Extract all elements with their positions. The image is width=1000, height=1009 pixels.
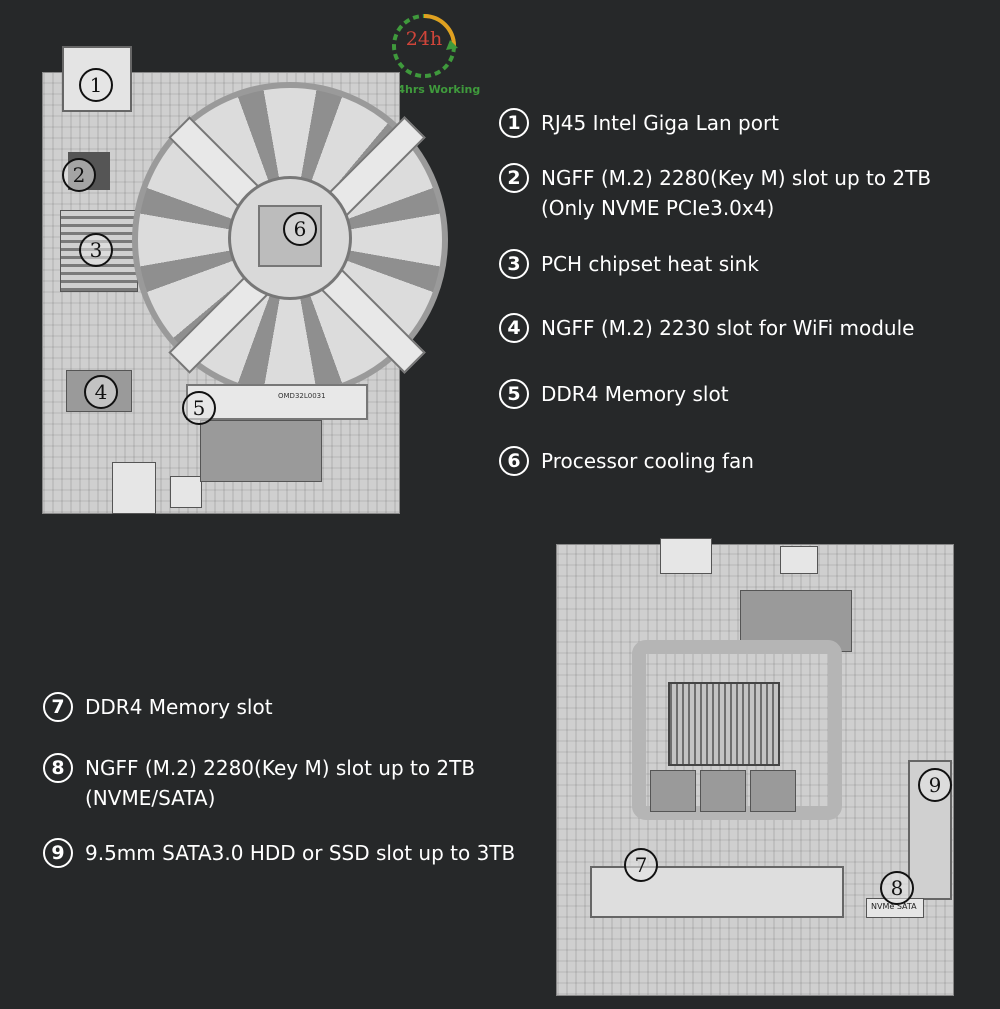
legend-number: 7 [43, 692, 73, 722]
cpu-chip [668, 682, 780, 766]
legend-item: 3 PCH chipset heat sink [499, 249, 759, 279]
legend-number: 4 [499, 313, 529, 343]
legend-text: NGFF (M.2) 2280(Key M) slot up to 2TB (N… [85, 756, 476, 810]
marker-3: 3 [79, 233, 113, 267]
badge-text: 24h [405, 28, 443, 50]
legend-text: NGFF (M.2) 2280(Key M) slot up to 2TB (O… [541, 166, 932, 220]
legend-item: 5 DDR4 Memory slot [499, 379, 729, 409]
marker-6: 6 [283, 212, 317, 246]
legend-item: 9 9.5mm SATA3.0 HDD or SSD slot up to 3T… [43, 838, 515, 868]
legend-number: 1 [499, 108, 529, 138]
marker-2: 2 [62, 158, 96, 192]
marker-7: 7 [624, 848, 658, 882]
legend-item: 6 Processor cooling fan [499, 446, 754, 476]
board-component [660, 538, 712, 574]
legend-text: Processor cooling fan [541, 449, 754, 473]
legend-number: 5 [499, 379, 529, 409]
marker-4: 4 [84, 375, 118, 409]
legend-text: PCH chipset heat sink [541, 252, 759, 276]
ram-label: OMD32L0031 [278, 392, 326, 400]
legend-number: 6 [499, 446, 529, 476]
legend-item: 4 NGFF (M.2) 2230 slot for WiFi module [499, 313, 914, 343]
board-component [750, 770, 796, 812]
marker-1: 1 [79, 68, 113, 102]
ram-slot [590, 866, 844, 918]
legend-number: 9 [43, 838, 73, 868]
legend-item: 8 NGFF (M.2) 2280(Key M) slot up to 2TB … [43, 753, 475, 813]
legend-number: 3 [499, 249, 529, 279]
marker-5: 5 [182, 391, 216, 425]
board-component [650, 770, 696, 812]
24h-badge-icon [392, 14, 458, 78]
legend-text: NGFF (M.2) 2230 slot for WiFi module [541, 316, 915, 340]
legend-text: DDR4 Memory slot [85, 695, 273, 719]
usb-port [170, 476, 202, 508]
legend-number: 2 [499, 163, 529, 193]
legend-item: 7 DDR4 Memory slot [43, 692, 273, 722]
marker-8: 8 [880, 871, 914, 905]
board-component [700, 770, 746, 812]
cpu-socket-bracket [632, 640, 842, 820]
legend-item: 2 NGFF (M.2) 2280(Key M) slot up to 2TB … [499, 163, 931, 223]
legend-text: RJ45 Intel Giga Lan port [541, 111, 780, 135]
legend-text: 9.5mm SATA3.0 HDD or SSD slot up to 3TB [85, 841, 516, 865]
legend-number: 8 [43, 753, 73, 783]
usb-port [112, 462, 156, 514]
board-component [780, 546, 818, 574]
legend-text: DDR4 Memory slot [541, 382, 729, 406]
marker-9: 9 [918, 768, 952, 802]
legend-item: 1 RJ45 Intel Giga Lan port [499, 108, 779, 138]
nvme-sata-label: NVMe SATA [871, 902, 917, 911]
board-component [200, 420, 322, 482]
